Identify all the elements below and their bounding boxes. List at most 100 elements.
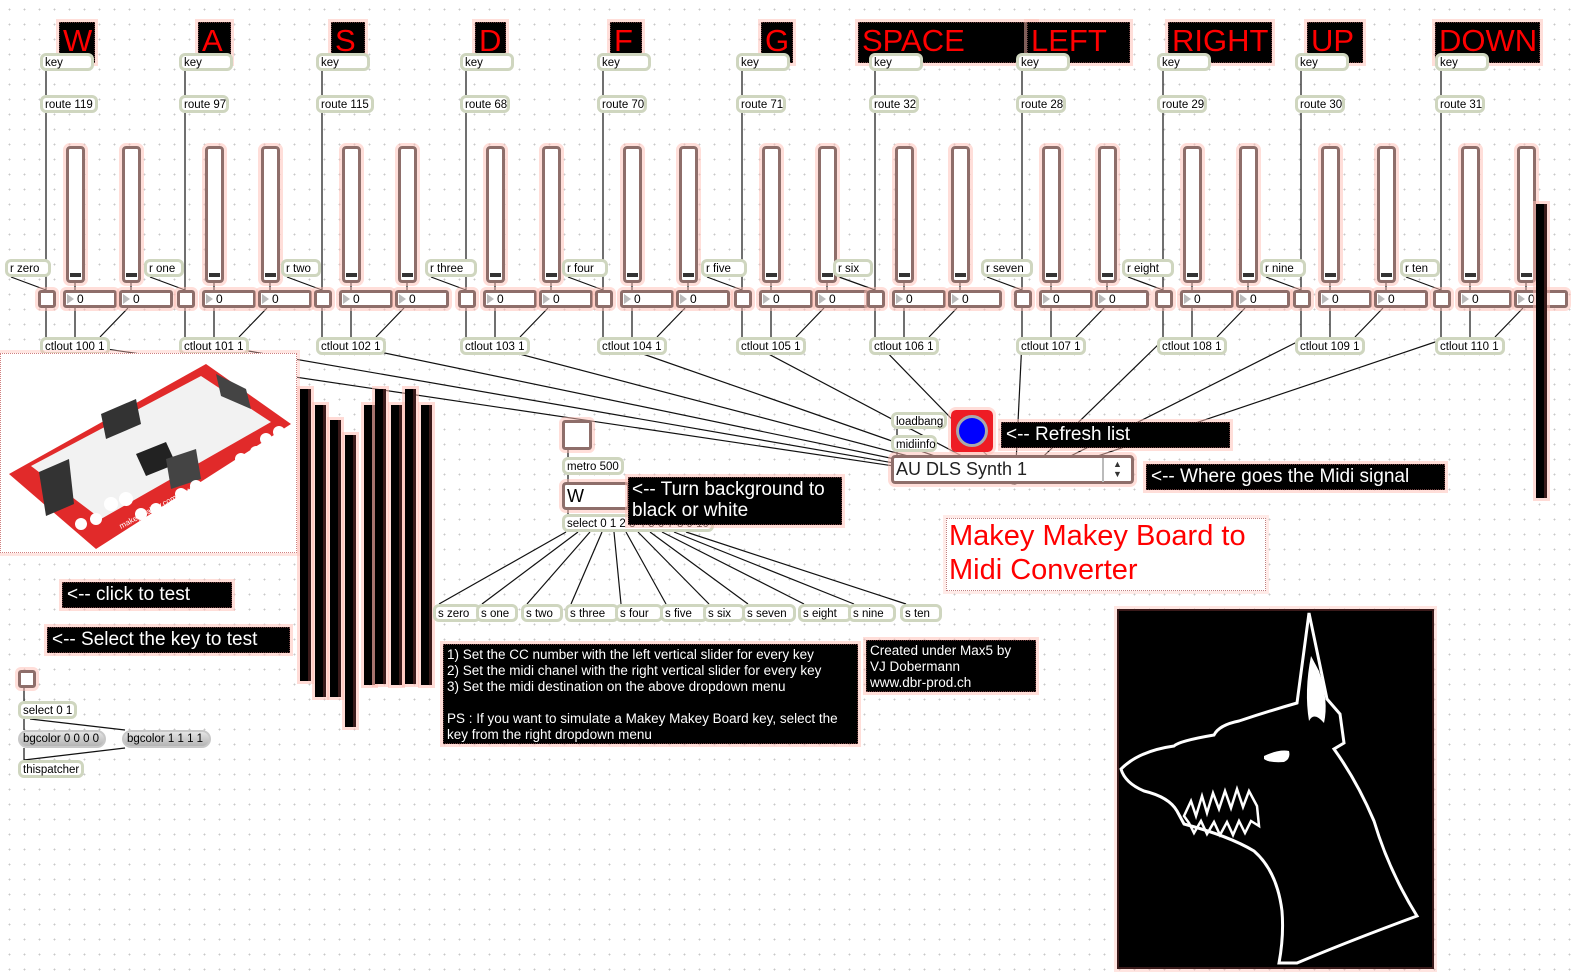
ctlout-object[interactable]: ctlout 107 1 (1016, 337, 1086, 355)
slider-knob[interactable] (1187, 273, 1198, 277)
route-object[interactable]: route 71 (736, 95, 786, 113)
ctlout-object[interactable]: ctlout 104 1 (597, 337, 667, 355)
slider-knob[interactable] (955, 273, 966, 277)
key-object[interactable]: key (1016, 53, 1070, 71)
metro-toggle[interactable] (559, 417, 595, 453)
key-object[interactable]: key (869, 53, 923, 71)
channel-slider[interactable] (1374, 143, 1399, 286)
receive-object[interactable]: r four (562, 259, 608, 277)
route-object[interactable]: route 29 (1157, 95, 1207, 113)
bg-toggle[interactable] (15, 667, 39, 691)
receive-object[interactable]: r zero (5, 259, 51, 277)
metro-object[interactable]: metro 500 (562, 457, 624, 475)
cc-number-box[interactable]: 0 (889, 287, 949, 311)
channel-number-box[interactable]: 0 (1233, 287, 1293, 311)
send-object[interactable]: s zero (433, 604, 481, 622)
send-object[interactable]: s nine (848, 604, 896, 622)
slider-knob[interactable] (766, 273, 777, 277)
slider-knob[interactable] (1465, 273, 1476, 277)
thispatcher-object[interactable]: thispatcher (18, 760, 84, 778)
channel-slider[interactable] (948, 143, 973, 286)
slider-knob[interactable] (70, 273, 81, 277)
send-object[interactable]: s seven (742, 604, 796, 622)
send-object[interactable]: s eight (798, 604, 852, 622)
ctlout-object[interactable]: ctlout 106 1 (869, 337, 939, 355)
cc-slider[interactable] (759, 143, 784, 286)
cc-slider[interactable] (1039, 143, 1064, 286)
key-object[interactable]: key (1295, 53, 1349, 71)
route-object[interactable]: route 31 (1435, 95, 1485, 113)
key-object[interactable]: key (460, 53, 514, 71)
cc-number-box[interactable]: 0 (756, 287, 816, 311)
ctlout-object[interactable]: ctlout 110 1 (1435, 337, 1505, 355)
key-toggle[interactable] (1290, 287, 1314, 311)
route-object[interactable]: route 28 (1016, 95, 1066, 113)
slider-knob[interactable] (209, 273, 220, 277)
receive-object[interactable]: r seven (981, 259, 1033, 277)
slider-knob[interactable] (126, 273, 137, 277)
key-object[interactable]: key (179, 53, 233, 71)
key-toggle[interactable] (35, 287, 59, 311)
slider-knob[interactable] (1325, 273, 1336, 277)
route-object[interactable]: route 70 (597, 95, 647, 113)
cc-number-box[interactable]: 0 (336, 287, 396, 311)
cc-number-box[interactable]: 0 (199, 287, 259, 311)
cc-slider[interactable] (339, 143, 364, 286)
channel-number-box[interactable]: 0 (255, 287, 315, 311)
send-object[interactable]: s four (615, 604, 663, 622)
midiinfo-object[interactable]: midiinfo (891, 435, 937, 452)
channel-slider[interactable] (1095, 143, 1120, 286)
slider-knob[interactable] (546, 273, 557, 277)
ctlout-object[interactable]: ctlout 103 1 (460, 337, 530, 355)
channel-slider[interactable] (395, 143, 420, 286)
slider-knob[interactable] (1243, 273, 1254, 277)
ctlout-object[interactable]: ctlout 105 1 (736, 337, 806, 355)
key-object[interactable]: key (1157, 53, 1211, 71)
test-key-menu[interactable]: W (559, 479, 633, 513)
receive-object[interactable]: r five (701, 259, 747, 277)
refresh-bang-button[interactable] (948, 407, 996, 455)
cc-number-box[interactable]: 0 (1315, 287, 1375, 311)
key-object[interactable]: key (40, 53, 94, 71)
bgcolor-black-message[interactable]: bgcolor 0 0 0 0 (18, 730, 106, 748)
cc-slider[interactable] (892, 143, 917, 286)
cc-slider[interactable] (1318, 143, 1343, 286)
channel-slider[interactable] (1236, 143, 1261, 286)
channel-number-box[interactable]: 0 (673, 287, 733, 311)
slider-knob[interactable] (265, 273, 276, 277)
cc-number-box[interactable]: 0 (617, 287, 677, 311)
cc-slider[interactable] (483, 143, 508, 286)
select-bg-object[interactable]: select 0 1 (18, 701, 77, 719)
route-object[interactable]: route 68 (460, 95, 510, 113)
receive-object[interactable]: r six (833, 259, 873, 277)
slider-knob[interactable] (683, 273, 694, 277)
channel-slider[interactable] (539, 143, 564, 286)
key-object[interactable]: key (597, 53, 651, 71)
channel-number-box[interactable]: 0 (1092, 287, 1152, 311)
slider-knob[interactable] (1102, 273, 1113, 277)
cc-slider[interactable] (620, 143, 645, 286)
key-toggle[interactable] (174, 287, 198, 311)
ctlout-object[interactable]: ctlout 102 1 (316, 337, 386, 355)
key-toggle[interactable] (731, 287, 755, 311)
slider-knob[interactable] (490, 273, 501, 277)
receive-object[interactable]: r ten (1400, 259, 1440, 277)
ctlout-object[interactable]: ctlout 108 1 (1157, 337, 1227, 355)
cc-number-box[interactable]: 0 (480, 287, 540, 311)
channel-slider[interactable] (1514, 143, 1539, 286)
cc-slider[interactable] (63, 143, 88, 286)
key-object[interactable]: key (316, 53, 370, 71)
slider-knob[interactable] (346, 273, 357, 277)
send-object[interactable]: s three (565, 604, 619, 622)
key-toggle[interactable] (864, 287, 888, 311)
key-toggle[interactable] (455, 287, 479, 311)
route-object[interactable]: route 119 (40, 95, 98, 113)
channel-number-box[interactable]: 0 (812, 287, 872, 311)
channel-number-box[interactable]: 0 (392, 287, 452, 311)
key-toggle[interactable] (592, 287, 616, 311)
receive-object[interactable]: r eight (1122, 259, 1174, 277)
send-object[interactable]: s ten (900, 604, 942, 622)
receive-object[interactable]: r two (281, 259, 321, 277)
channel-slider[interactable] (676, 143, 701, 286)
channel-slider[interactable] (815, 143, 840, 286)
